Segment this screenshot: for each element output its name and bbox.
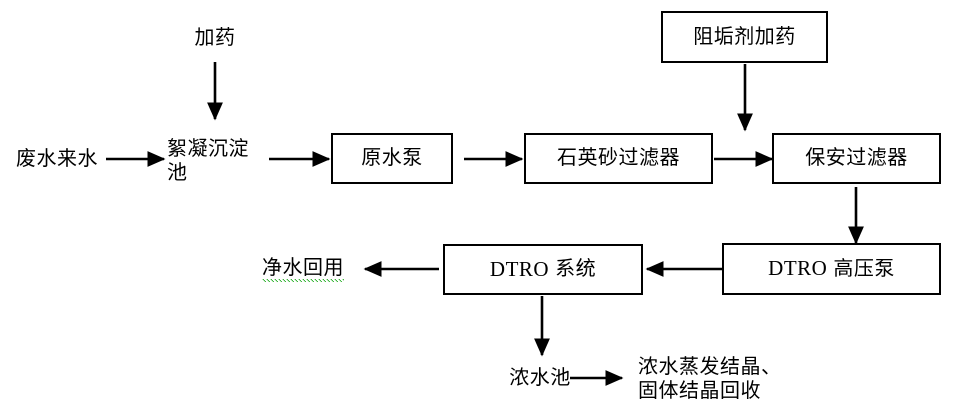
node-crystal-label-line1: 浓水蒸发结晶、 xyxy=(638,355,782,378)
node-influent: 废水来水 xyxy=(8,142,106,176)
node-dosing: 加药 xyxy=(180,21,250,55)
node-crystal: 浓水蒸发结晶、 固体结晶回收 xyxy=(638,348,888,410)
node-hppump-label-cjk: 高压泵 xyxy=(833,257,895,280)
node-influent-label: 废水来水 xyxy=(16,147,98,170)
node-cartridge[interactable]: 保安过滤器 xyxy=(772,133,941,184)
node-reuse-label: 净水回用 xyxy=(262,255,344,283)
node-cartridge-label: 保安过滤器 xyxy=(805,147,908,170)
node-hppump-label-latin: DTRO xyxy=(768,256,828,281)
node-dosing-label: 加药 xyxy=(194,26,236,49)
node-coagulation-label-line1: 絮凝沉淀 xyxy=(167,137,249,160)
node-dtro[interactable]: DTRO 系统 xyxy=(443,244,643,295)
node-antiscalant[interactable]: 阻垢剂加药 xyxy=(661,11,828,63)
node-hppump[interactable]: DTRO 高压泵 xyxy=(722,243,941,295)
node-antiscalant-label: 阻垢剂加药 xyxy=(693,25,796,48)
node-dtro-label-latin: DTRO xyxy=(489,256,550,281)
node-sandfilter-label: 石英砂过滤器 xyxy=(557,147,680,170)
node-coagulation: 絮凝沉淀 池 xyxy=(167,130,271,192)
node-sandfilter[interactable]: 石英砂过滤器 xyxy=(524,133,713,184)
node-brinepond-label: 浓水池 xyxy=(509,366,571,389)
node-brinepond: 浓水池 xyxy=(495,361,585,395)
node-rawpump[interactable]: 原水泵 xyxy=(331,133,453,184)
node-coagulation-label-line2: 池 xyxy=(167,162,188,184)
node-dtro-label-cjk: 系统 xyxy=(555,258,597,281)
node-crystal-label-line2: 固体结晶回收 xyxy=(638,380,761,402)
node-reuse: 净水回用 xyxy=(248,252,358,286)
node-rawpump-label: 原水泵 xyxy=(361,147,423,170)
